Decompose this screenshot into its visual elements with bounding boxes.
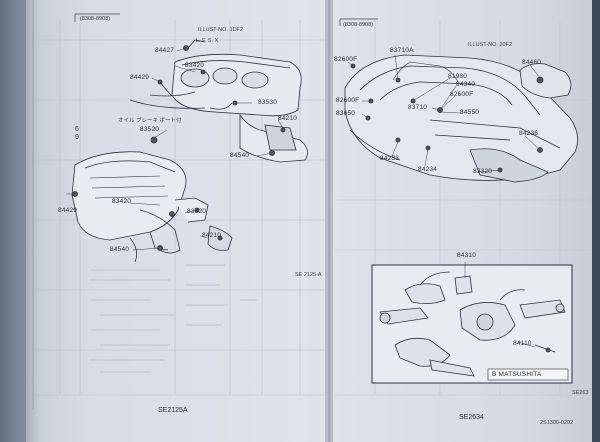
upper-engine-drawing — [129, 39, 308, 163]
part-label-84310: 84310 — [457, 252, 477, 259]
binder-edge — [0, 0, 26, 442]
part-label-83710: 83710 — [408, 104, 428, 111]
part-label-83320: 83320 — [473, 168, 493, 175]
part-label-83650: 83650 — [336, 110, 356, 117]
car-body-drawing — [344, 54, 578, 183]
part-label-84340: 84340 — [456, 81, 476, 88]
part-label-83420-upper: 83420 — [185, 62, 205, 69]
part-label-84460: 84460 — [522, 59, 542, 66]
side-mark-6: 6 — [75, 126, 79, 133]
part-label-84210-lower: 84210 — [202, 232, 222, 239]
right-edge-code: SE263 — [572, 390, 589, 396]
part-label-83710a: 83710A — [390, 47, 414, 54]
part-label-84540-upper: 84540 — [230, 152, 250, 159]
left-leader-lines — [66, 47, 284, 251]
left-ref-code: SE 2125-A — [295, 272, 322, 278]
lower-engine-drawing — [71, 151, 233, 263]
part-label-83530: 83530 — [258, 99, 278, 106]
part-label-81980: 81980 — [448, 73, 468, 80]
left-footer: SE2125A — [158, 407, 188, 414]
right-leader-lines — [347, 54, 541, 173]
left-bleed-text — [90, 264, 258, 373]
part-label-84540-lower: 84540 — [110, 246, 130, 253]
oil-note: オイル ブレーキ ポート付 — [118, 118, 182, 124]
part-label-84110: 84110 — [513, 340, 532, 347]
side-mark-9: 9 — [75, 134, 79, 141]
right-footer-code: 2S1300-0202 — [540, 420, 574, 426]
part-label-84233: 84233 — [380, 155, 400, 162]
part-label-84429-upper: 84429 — [130, 74, 150, 81]
part-label-84236: 84236 — [519, 130, 539, 137]
part-label-83520-upper: 83520 — [140, 126, 160, 133]
part-label-82600f-mid: 82600F — [450, 91, 474, 98]
right-illust-no: ILLUST-NO. 20F2 — [468, 42, 513, 48]
left-subtitle: L. F. S. X — [196, 38, 219, 44]
part-label-84550: 84550 — [460, 109, 480, 116]
left-illust-no: ILLUST-NO. 1DF2 — [198, 27, 243, 33]
part-label-84427: 84427 — [155, 47, 175, 54]
combination-switch-drawing — [379, 271, 566, 377]
part-label-83420-lower: 83420 — [112, 198, 132, 205]
caption-box — [487, 368, 569, 381]
part-label-84429-lower: 84429 — [58, 207, 78, 214]
part-label-83520-lower: 83520 — [187, 208, 207, 215]
right-footer: SE2634 — [459, 414, 484, 421]
part-label-82600f-top: 82600F — [334, 56, 358, 63]
left-header-code: (8308-8908) — [80, 16, 110, 22]
right-page-edge — [592, 0, 600, 442]
part-label-82600f-left: 82600F — [336, 97, 360, 104]
right-header-code: (8308-8908) — [343, 22, 373, 28]
part-label-84210-upper: 84210 — [278, 115, 298, 122]
part-label-84234: 84234 — [418, 166, 438, 173]
inset-caption: B MATSUSHITA — [492, 371, 542, 378]
